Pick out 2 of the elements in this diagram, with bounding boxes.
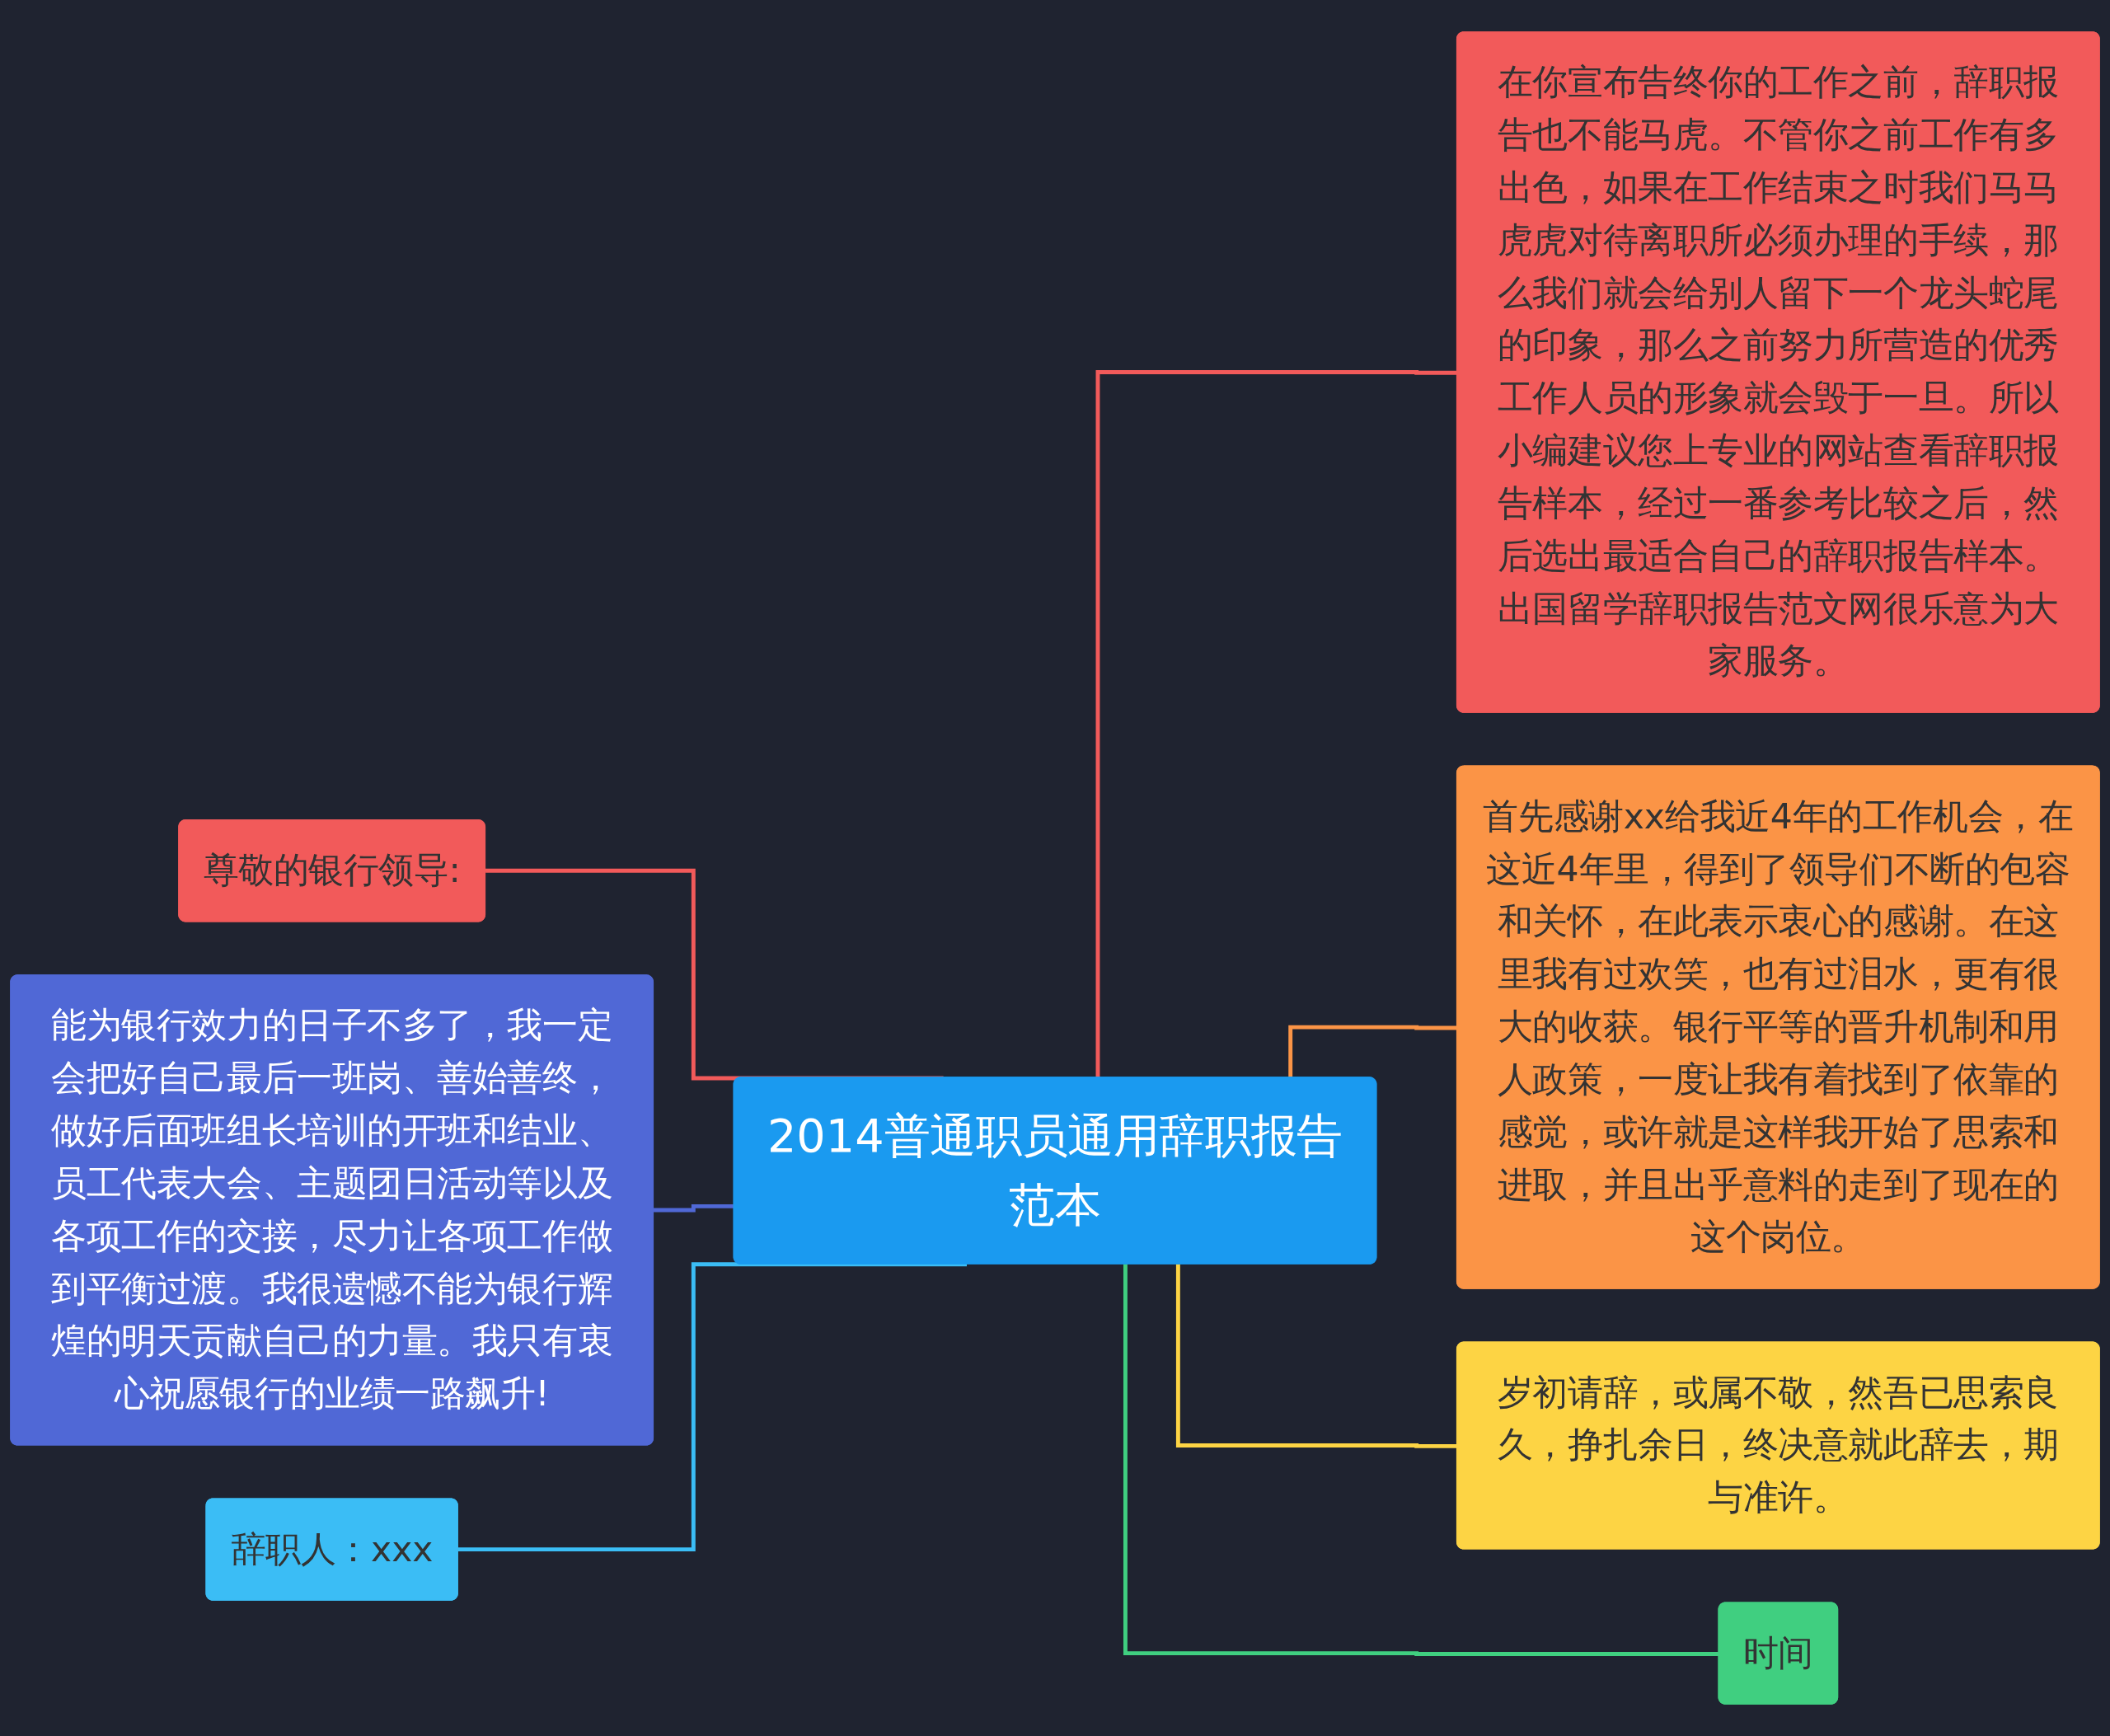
connector bbox=[1288, 1025, 1458, 1078]
connector bbox=[1095, 370, 1458, 1078]
